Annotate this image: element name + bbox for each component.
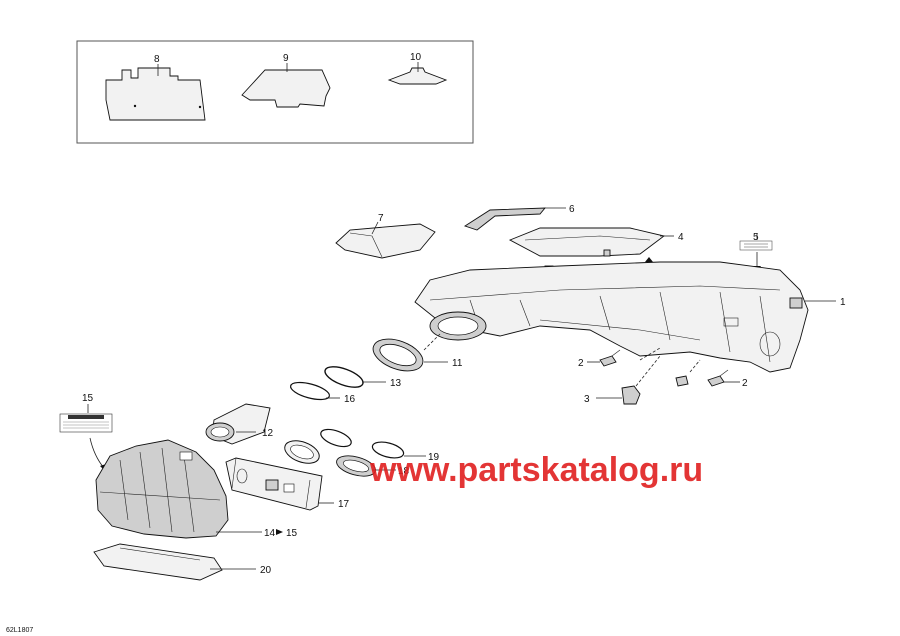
part-15-label[interactable]: [59, 413, 113, 433]
callout-20[interactable]: 20: [260, 565, 272, 576]
callout-6[interactable]: 6: [569, 204, 575, 215]
callout-15b[interactable]: 15: [286, 528, 298, 539]
part-20-mat[interactable]: [93, 543, 223, 581]
callout-3[interactable]: 3: [584, 394, 590, 405]
callout-4[interactable]: 4: [678, 232, 684, 243]
part-7-shape[interactable]: [335, 223, 436, 259]
part-12-duct[interactable]: [205, 403, 271, 445]
part-10-shape[interactable]: [387, 67, 448, 85]
part-9-shape[interactable]: [241, 69, 331, 108]
callout-17[interactable]: 17: [338, 499, 350, 510]
part-6-shape[interactable]: [463, 207, 546, 231]
part-4-shape[interactable]: [508, 227, 666, 257]
callout-7[interactable]: 7: [378, 213, 384, 224]
callout-2a[interactable]: 2: [578, 358, 584, 369]
part-18-ring[interactable]: [334, 452, 377, 480]
part-2-clip-b[interactable]: [707, 369, 729, 387]
part-17-frame[interactable]: [225, 457, 323, 511]
callout-5[interactable]: 5: [753, 232, 759, 243]
part-11-ring[interactable]: [369, 333, 427, 377]
callout-15[interactable]: 15: [82, 393, 94, 404]
callout-9[interactable]: 9: [283, 53, 289, 64]
part-16-ring[interactable]: [289, 379, 331, 403]
callout-10[interactable]: 10: [410, 52, 422, 63]
callout-2b[interactable]: 2: [742, 378, 748, 389]
callout-11[interactable]: 11: [452, 358, 463, 369]
callout-13[interactable]: 13: [390, 378, 402, 389]
part-1-airbox[interactable]: [414, 261, 809, 373]
callout-18[interactable]: 18: [398, 466, 410, 477]
callout-19[interactable]: 19: [428, 452, 440, 463]
callout-16[interactable]: 16: [344, 394, 356, 405]
part-8-shape[interactable]: [105, 67, 206, 121]
watermark-text: www.partskatalog.ru: [369, 451, 703, 489]
drawing-code: 62L1807: [6, 627, 33, 634]
callout-8[interactable]: 8: [154, 54, 160, 65]
part-3-shape[interactable]: [621, 385, 641, 405]
part-5-label[interactable]: [739, 240, 773, 251]
callout-14[interactable]: 14: [264, 528, 276, 539]
part-2-clip-a[interactable]: [599, 349, 621, 367]
callout-12[interactable]: 12: [262, 428, 274, 439]
inset-panel: 8 9 10: [76, 40, 474, 144]
callout-1[interactable]: 1: [840, 297, 846, 308]
part-14-silencer[interactable]: [95, 439, 229, 539]
part-19-clamp[interactable]: [371, 439, 406, 461]
part-13-clamp[interactable]: [322, 363, 365, 392]
